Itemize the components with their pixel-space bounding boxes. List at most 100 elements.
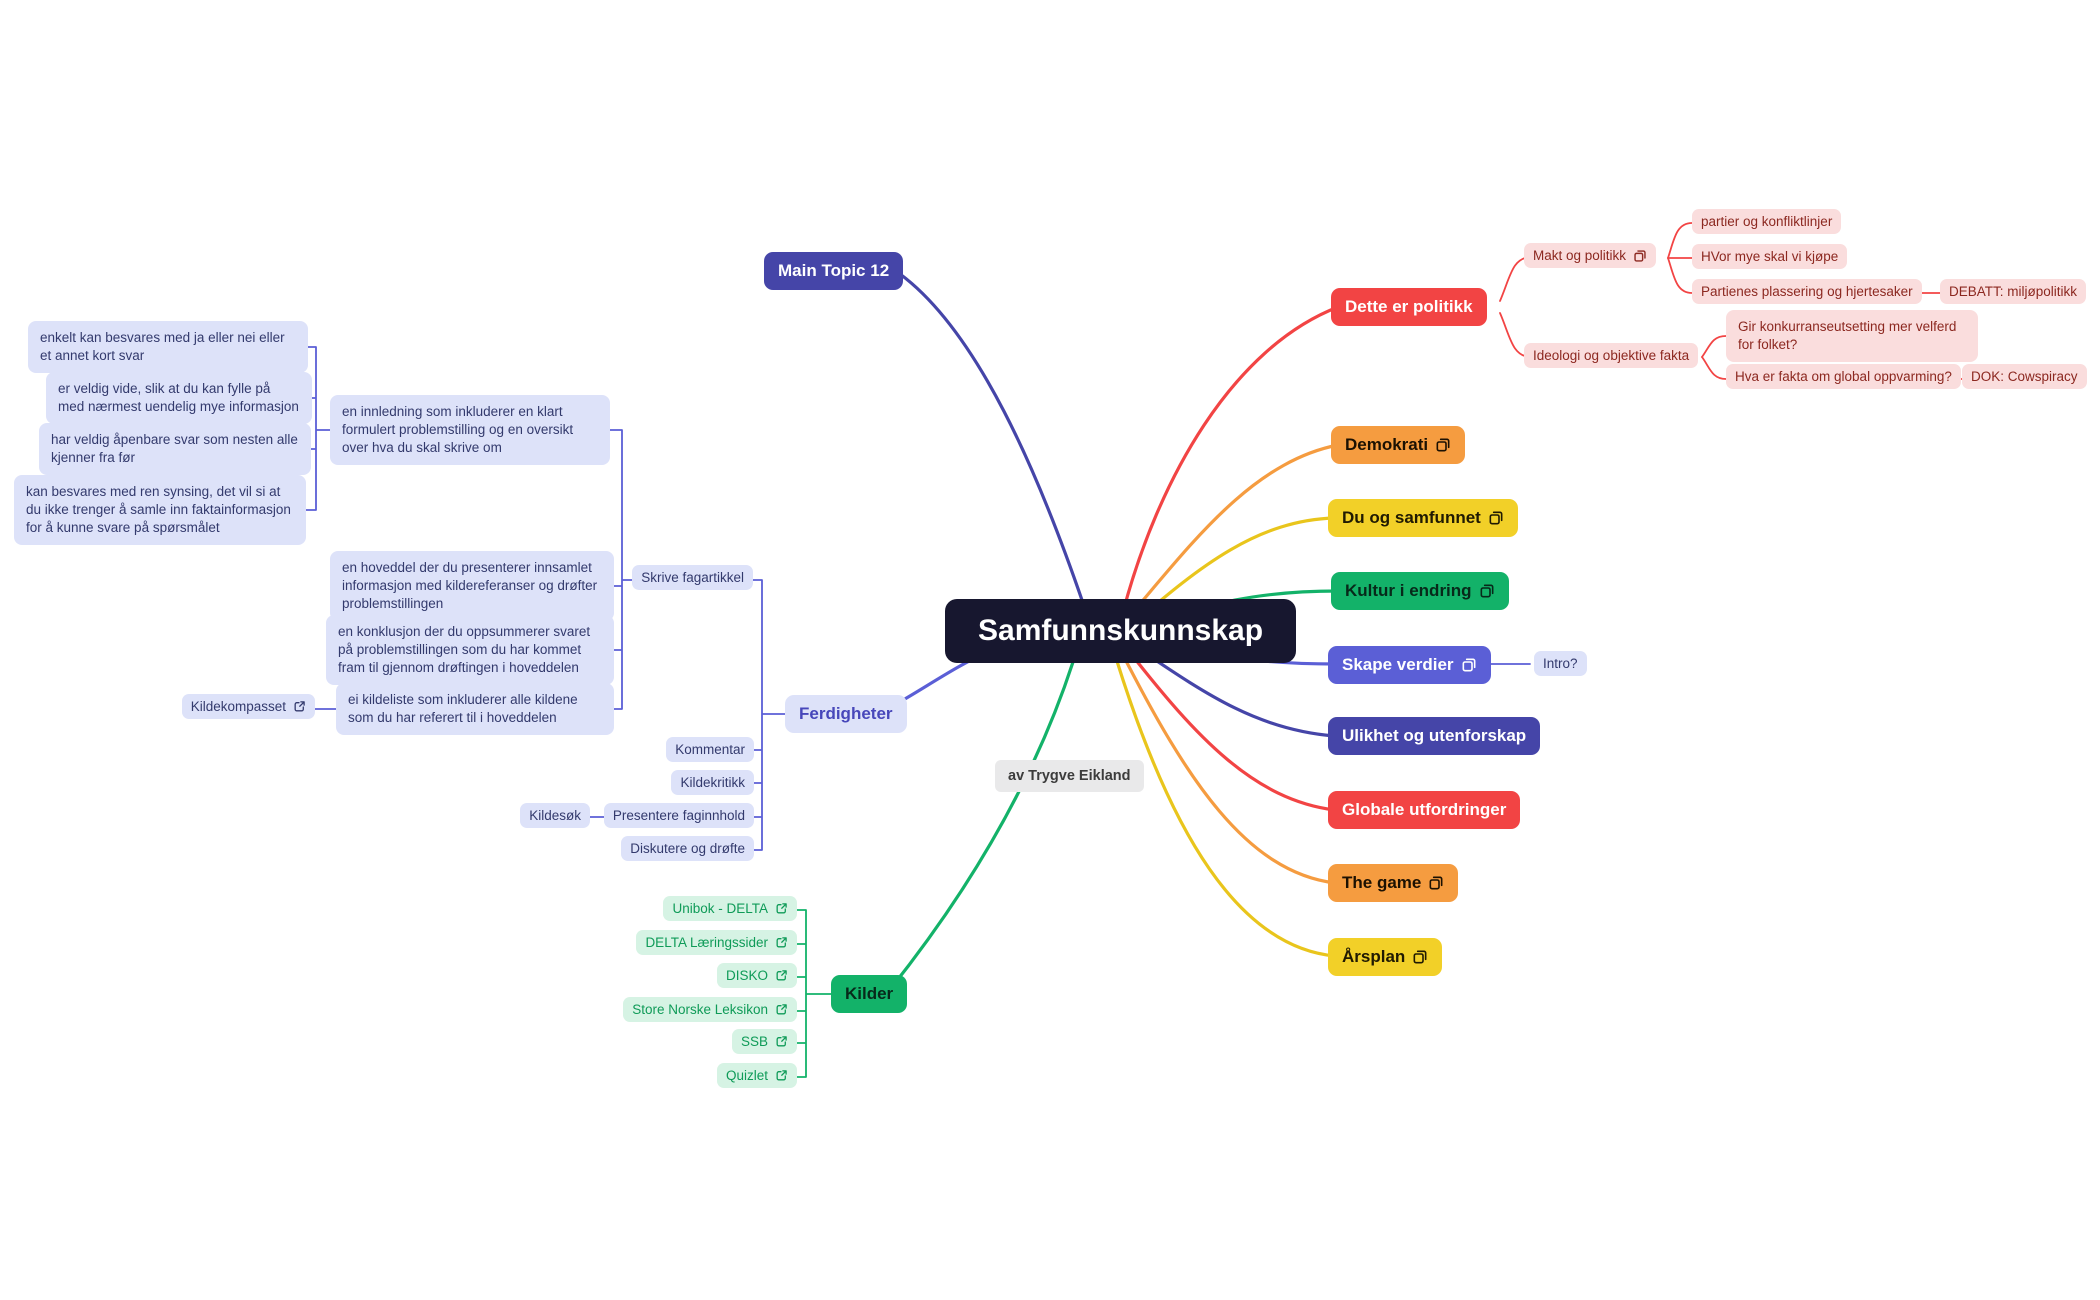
branch-ferdigheter[interactable]: Ferdigheter [785,695,907,733]
branch-kilder[interactable]: Kilder [831,975,908,1013]
node-hva-er-fakta-global-oppvarming-label: Hva er fakta om global oppvarming? [1735,369,1952,384]
connector-hva [1701,356,1727,380]
branch-skape-verdier[interactable]: Skape verdier [1328,646,1491,684]
branch-the-game[interactable]: The game [1328,864,1459,902]
node-hoveddel-label: en hoveddel der du presenterer innsamlet… [342,560,598,612]
node-veldig-vide-label: er veldig vide, slik at du kan fylle på … [58,381,299,415]
node-hva-er-fakta-global-oppvarming[interactable]: Hva er fakta om global oppvarming? [1726,364,1961,389]
node-hvor-mye-skal-vi-kjope-label: HVor mye skal vi kjøpe [1701,249,1839,264]
node-partienes-plassering[interactable]: Partienes plassering og hjertesaker [1692,279,1922,304]
external-link-icon[interactable] [775,902,788,915]
node-diskutere-og-drofte[interactable]: Diskutere og drøfte [621,836,754,861]
node-hvor-mye-skal-vi-kjope[interactable]: HVor mye skal vi kjøpe [1692,244,1848,269]
branch-demokrati[interactable]: Demokrati [1331,426,1466,464]
node-kildesok[interactable]: Kildesøk [520,803,590,828]
copy-icon[interactable] [1488,510,1504,526]
connector-the-game [1121,653,1337,885]
node-dok-cowspiracy-label: DOK: Cowspiracy [1971,369,2078,384]
node-debatt-miljopolitikk[interactable]: DEBATT: miljøpolitikk [1940,279,2087,304]
node-kildesok-label: Kildesøk [529,808,581,823]
copy-icon[interactable] [1461,657,1477,673]
copy-icon[interactable] [1428,875,1444,891]
author-note[interactable]: av Trygve Eikland [995,760,1144,792]
branch-the-game-label: The game [1342,873,1422,892]
author-note-label: av Trygve Eikland [1008,768,1131,784]
node-apenbare-svar-label: har veldig åpenbare svar som nesten alle… [51,432,298,466]
branch-dette-er-politikk[interactable]: Dette er politikk [1331,288,1487,326]
branch-kultur-i-endring-label: Kultur i endring [1345,581,1472,600]
node-ssb[interactable]: SSB [731,1029,797,1054]
branch-ulikhet-og-utenforskap-label: Ulikhet og utenforskap [1342,726,1527,745]
branch-main-topic-12-label: Main Topic 12 [778,261,890,280]
node-store-norske-leksikon[interactable]: Store Norske Leksikon [623,997,797,1022]
copy-icon[interactable] [1412,949,1428,965]
node-quizlet-label: Quizlet [725,1068,768,1083]
node-diskutere-og-drofte-label: Diskutere og drøfte [630,841,745,856]
node-apenbare-svar[interactable]: har veldig åpenbare svar som nesten alle… [39,423,311,476]
connector-globale-utfordringer [1126,648,1337,812]
node-kommentar-label: Kommentar [675,742,745,757]
node-kildeliste[interactable]: ei kildeliste som inkluderer alle kilden… [336,683,614,736]
external-link-icon[interactable] [775,1003,788,1016]
node-presentere-faginnhold-label: Presentere faginnhold [612,808,745,823]
external-link-icon[interactable] [775,1035,788,1048]
node-ideologi-og-objektive-fakta[interactable]: Ideologi og objektive fakta [1524,343,1699,368]
branch-ferdigheter-label: Ferdigheter [799,704,893,723]
connector-kilder-children [789,909,839,1078]
branch-demokrati-label: Demokrati [1345,435,1429,454]
branch-du-og-samfunnet[interactable]: Du og samfunnet [1328,499,1518,537]
branch-ulikhet-og-utenforskap[interactable]: Ulikhet og utenforskap [1328,717,1541,755]
branch-globale-utfordringer[interactable]: Globale utfordringer [1328,791,1521,829]
branch-globale-utfordringer-label: Globale utfordringer [1342,800,1507,819]
external-link-icon[interactable] [775,969,788,982]
branch-arsplan[interactable]: Årsplan [1328,938,1443,976]
branch-kultur-i-endring[interactable]: Kultur i endring [1331,572,1509,610]
connector-partienes [1667,257,1693,294]
node-dok-cowspiracy[interactable]: DOK: Cowspiracy [1962,364,2087,389]
branch-kilder-label: Kilder [845,984,894,1003]
node-quizlet[interactable]: Quizlet [716,1063,797,1088]
node-partier-og-konfliktlinjer[interactable]: partier og konfliktlinjer [1692,209,1842,234]
node-debatt-miljopolitikk-label: DEBATT: miljøpolitikk [1949,284,2078,299]
copy-icon[interactable] [1633,249,1647,263]
node-hoveddel[interactable]: en hoveddel der du presenterer innsamlet… [330,551,614,622]
node-veldig-vide[interactable]: er veldig vide, slik at du kan fylle på … [46,372,312,425]
external-link-icon[interactable] [775,1069,788,1082]
node-gir-konkurranseutsetting-label: Gir konkurranseutsetting mer velferd for… [1738,319,1957,353]
node-enkelt-besvares[interactable]: enkelt kan besvares med ja eller nei ell… [28,321,308,374]
external-link-icon[interactable] [293,700,306,713]
node-enkelt-besvares-label: enkelt kan besvares med ja eller nei ell… [40,330,285,364]
node-skrive-fagartikkel[interactable]: Skrive fagartikkel [632,565,753,590]
node-gir-konkurranseutsetting[interactable]: Gir konkurranseutsetting mer velferd for… [1726,310,1978,363]
copy-icon[interactable] [1479,583,1495,599]
node-kildekompasset[interactable]: Kildekompasset [181,694,315,719]
node-innledning-label: en innledning som inkluderer en klart fo… [342,404,574,456]
node-makt-og-politikk-label: Makt og politikk [1533,248,1627,263]
node-ren-synsing-label: kan besvares med ren synsing, det vil si… [26,484,291,536]
node-ideologi-og-objektive-fakta-label: Ideologi og objektive fakta [1533,348,1690,363]
node-unibok-delta[interactable]: Unibok - DELTA [663,896,797,921]
branch-main-topic-12[interactable]: Main Topic 12 [764,252,904,290]
node-intro-label: Intro? [1543,656,1578,671]
connector-ferdigheter-children [747,579,791,851]
node-ren-synsing[interactable]: kan besvares med ren synsing, det vil si… [14,475,306,546]
root-topic[interactable]: Samfunnskunnskap [945,599,1297,663]
node-skrive-fagartikkel-label: Skrive fagartikkel [641,570,744,585]
node-unibok-delta-label: Unibok - DELTA [672,901,768,916]
node-kommentar[interactable]: Kommentar [666,737,754,762]
node-innledning[interactable]: en innledning som inkluderer en klart fo… [330,395,610,466]
copy-icon[interactable] [1435,437,1451,453]
root-topic-label: Samfunnskunnskap [978,614,1264,647]
branch-du-og-samfunnet-label: Du og samfunnet [1342,508,1481,527]
node-kildekritikk[interactable]: Kildekritikk [671,770,754,795]
node-makt-og-politikk[interactable]: Makt og politikk [1524,243,1657,268]
node-intro[interactable]: Intro? [1534,651,1587,676]
node-presentere-faginnhold[interactable]: Presentere faginnhold [603,803,754,828]
node-konklusjon[interactable]: en konklusjon der du oppsummerer svaret … [326,615,614,686]
node-disko[interactable]: DISKO [716,963,797,988]
node-disko-label: DISKO [725,968,768,983]
external-link-icon[interactable] [775,936,788,949]
node-delta-laeringssider[interactable]: DELTA Læringssider [636,930,797,955]
connector-dette-er-politikk [1121,305,1340,614]
